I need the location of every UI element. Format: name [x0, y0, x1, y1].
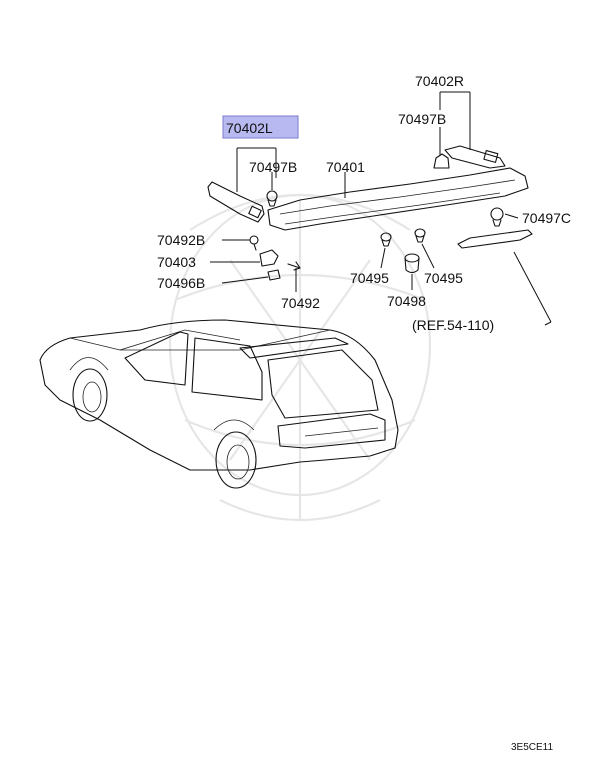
label-70492b: 70492B: [157, 232, 205, 248]
label-70403: 70403: [157, 254, 196, 270]
clip-70497b-right: [433, 153, 450, 169]
label-70402l: 70402L: [226, 120, 273, 136]
diagram-code: 3E5CE11: [511, 742, 554, 753]
callout-labels: 70402R 70497B 70402L 70497B 70401 70497C…: [157, 73, 571, 753]
label-ref: (REF.54-110): [412, 317, 494, 333]
clip-70497c: [490, 207, 504, 227]
car-outline: [39, 319, 399, 489]
lamp-bar: [457, 229, 533, 249]
label-70496b: 70496B: [157, 275, 205, 291]
label-70497b-left: 70497B: [249, 159, 297, 175]
label-70495-left: 70495: [350, 270, 389, 286]
grommet-70495-right: [414, 228, 426, 243]
bracket-70403: [249, 235, 301, 281]
label-70492: 70492: [281, 295, 320, 311]
label-70497c: 70497C: [522, 210, 571, 226]
grommet-70495-left: [380, 232, 392, 247]
clip-70497b-left: [266, 190, 278, 207]
left-end-cap: [207, 181, 265, 223]
label-70402r: 70402R: [415, 73, 464, 89]
label-70497b-right: 70497B: [398, 111, 446, 127]
label-70498: 70498: [387, 293, 426, 309]
right-end-cap: [444, 145, 506, 169]
rear-spoiler-main: [267, 167, 529, 231]
leader-lines: [210, 91, 552, 326]
label-70495-right: 70495: [424, 270, 463, 286]
label-70401: 70401: [326, 159, 365, 175]
cap-70498: [404, 253, 420, 274]
watermark-emblem: [168, 193, 432, 522]
highlight-box: [222, 115, 299, 139]
